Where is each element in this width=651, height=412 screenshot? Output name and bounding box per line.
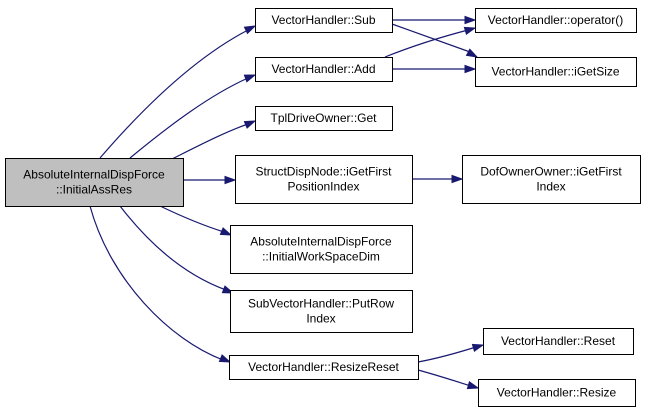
edge-line bbox=[89, 205, 224, 361]
edge-root-to-tplget bbox=[169, 120, 257, 161]
node-label-line: ::InitialAssRes bbox=[56, 183, 132, 197]
node-workspace[interactable]: AbsoluteInternalDispForce::InitialWorkSp… bbox=[230, 225, 413, 274]
node-label-line: VectorHandler::operator() bbox=[488, 13, 623, 27]
node-label-line: PositionIndex bbox=[287, 180, 359, 194]
edge-sub-to-operator bbox=[392, 15, 477, 25]
node-box[interactable] bbox=[478, 379, 636, 407]
edge-line bbox=[129, 77, 249, 159]
node-label-line: Index bbox=[306, 312, 335, 326]
node-label-line: Index bbox=[536, 180, 565, 194]
edge-add-to-operator bbox=[384, 26, 477, 58]
node-resize[interactable]: VectorHandler::Resize bbox=[478, 379, 636, 407]
node-box[interactable] bbox=[230, 225, 413, 274]
node-operator[interactable]: VectorHandler::operator() bbox=[475, 8, 637, 33]
node-label-line: AbsoluteInternalDispForce bbox=[250, 235, 392, 249]
node-box[interactable] bbox=[255, 57, 393, 82]
node-label-line: VectorHandler::iGetSize bbox=[491, 65, 619, 79]
node-box[interactable] bbox=[475, 8, 637, 33]
arrowhead bbox=[466, 381, 480, 390]
edge-root-to-add bbox=[129, 74, 257, 159]
edge-line bbox=[159, 205, 225, 233]
arrowhead bbox=[224, 175, 237, 185]
node-box[interactable] bbox=[483, 328, 634, 355]
arrowhead bbox=[471, 343, 485, 352]
node-box[interactable] bbox=[255, 106, 393, 131]
node-igetsize[interactable]: VectorHandler::iGetSize bbox=[475, 57, 637, 87]
node-box[interactable] bbox=[255, 8, 393, 33]
arrowhead bbox=[218, 354, 232, 363]
edge-resizereset-to-resize bbox=[417, 369, 480, 390]
arrowhead bbox=[464, 64, 477, 74]
arrowhead bbox=[465, 48, 479, 58]
edge-structdisp-to-dofowner bbox=[412, 174, 464, 184]
edge-line bbox=[119, 205, 227, 291]
node-add[interactable]: VectorHandler::Add bbox=[255, 57, 393, 82]
arrowhead bbox=[243, 74, 257, 83]
node-label-line: DofOwnerOwner::iGetFirst bbox=[480, 165, 622, 179]
node-root[interactable]: AbsoluteInternalDispForce::InitialAssRes bbox=[5, 158, 184, 207]
arrowhead bbox=[243, 120, 257, 129]
nodes-layer: AbsoluteInternalDispForce::InitialAssRes… bbox=[5, 8, 641, 407]
arrowhead bbox=[451, 174, 464, 184]
arrowhead bbox=[219, 227, 233, 236]
node-box[interactable] bbox=[230, 290, 413, 333]
node-label-line: StructDispNode::iGetFirst bbox=[255, 165, 392, 179]
node-label-line: ::InitialWorkSpaceDim bbox=[262, 250, 380, 264]
arrowhead bbox=[243, 25, 257, 35]
edge-sub-to-igetsize bbox=[391, 23, 479, 58]
node-label-line: VectorHandler::ResizeReset bbox=[248, 360, 399, 374]
node-box[interactable] bbox=[462, 155, 641, 204]
edges-layer bbox=[89, 15, 485, 390]
edge-root-to-putrow bbox=[119, 205, 235, 294]
edge-root-to-resizereset bbox=[89, 205, 232, 363]
edge-line bbox=[169, 123, 249, 161]
node-label-line: VectorHandler::Reset bbox=[501, 334, 616, 348]
node-box[interactable] bbox=[235, 155, 413, 204]
node-box[interactable] bbox=[475, 57, 637, 87]
node-box[interactable] bbox=[229, 355, 419, 380]
node-box[interactable] bbox=[5, 158, 184, 207]
edge-root-to-structdisp bbox=[183, 175, 237, 185]
arrowhead bbox=[463, 26, 477, 35]
edge-line bbox=[417, 369, 472, 387]
edge-root-to-sub bbox=[99, 25, 257, 159]
edge-resizereset-to-reset bbox=[417, 343, 485, 363]
edge-root-to-workspace bbox=[159, 205, 233, 236]
edge-line bbox=[384, 29, 469, 58]
edge-line bbox=[417, 346, 477, 363]
node-reset[interactable]: VectorHandler::Reset bbox=[483, 328, 634, 355]
edge-line bbox=[391, 23, 471, 53]
node-label-line: SubVectorHandler::PutRow bbox=[248, 297, 394, 311]
arrowhead bbox=[464, 15, 477, 25]
node-label-line: VectorHandler::Add bbox=[271, 62, 375, 76]
node-label-line: AbsoluteInternalDispForce bbox=[23, 168, 165, 182]
node-label-line: TplDriveOwner::Get bbox=[270, 111, 377, 125]
node-resizereset[interactable]: VectorHandler::ResizeReset bbox=[229, 355, 419, 380]
node-sub[interactable]: VectorHandler::Sub bbox=[255, 8, 393, 33]
node-label-line: VectorHandler::Sub bbox=[271, 13, 375, 27]
node-tplget[interactable]: TplDriveOwner::Get bbox=[255, 106, 393, 131]
edge-line bbox=[99, 29, 249, 159]
node-label-line: VectorHandler::Resize bbox=[497, 386, 617, 400]
edge-add-to-igetsize bbox=[392, 64, 477, 74]
